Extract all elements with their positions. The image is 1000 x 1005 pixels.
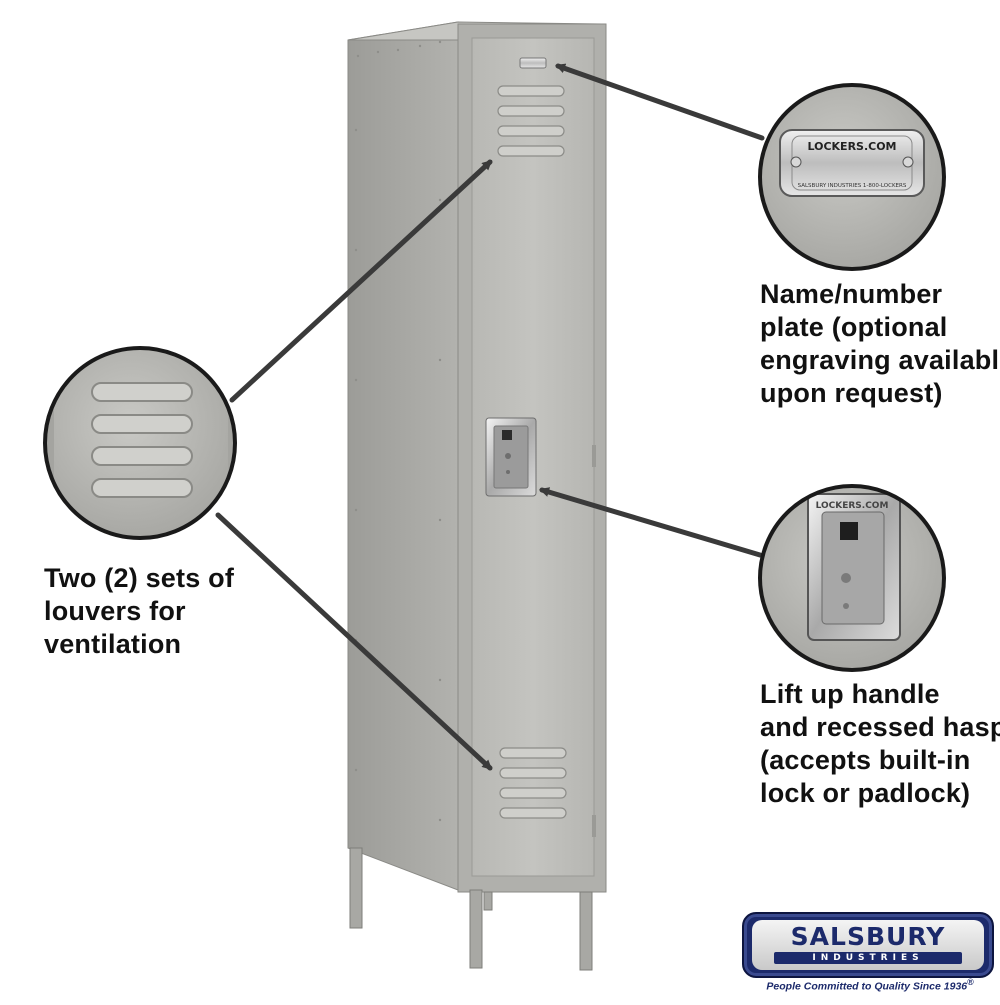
logo-tagline: People Committed to Quality Since 1936® [745,977,995,993]
handle-brand-text: LOCKERS.COM [816,501,889,511]
caption-line: upon request) [760,378,943,408]
locker [347,21,607,971]
hinge-bottom [592,815,596,837]
locker-side-panel [347,21,459,891]
salsbury-logo: SALSBURY INDUSTRIES [742,912,994,978]
caption-line: engraving available [760,345,1000,375]
plate-caption: Name/number plate (optional engraving av… [760,278,1000,410]
locker-legs [349,847,593,971]
handle-caption: Lift up handle and recessed hasp (accept… [760,678,1000,810]
handle-detail-circle: LOCKERS.COM [758,484,946,672]
plate-maker-text: SALSBURY INDUSTRIES 1-800-LOCKERS [798,183,907,189]
bottom-louvers [499,747,567,819]
louvers-detail-circle [43,346,237,540]
logo-subtitle: INDUSTRIES [774,952,962,964]
arrow-to-top-louvers [229,159,493,403]
top-louvers [497,85,565,157]
arrow-to-name-plate [555,63,765,141]
registered-mark: ® [967,977,974,987]
caption-line: Name/number [760,279,943,309]
logo-name: SALSBURY [790,922,946,951]
door-handle [485,417,537,497]
logo-plate: SALSBURY INDUSTRIES [752,920,984,970]
caption-line: ventilation [44,629,182,659]
arrow-to-handle [539,487,763,558]
plate-brand-text: LOCKERS.COM [807,140,896,153]
name-plate [519,57,547,69]
caption-line: louvers for [44,596,186,626]
caption-line: lock or padlock) [760,778,971,808]
tagline-text: People Committed to Quality Since 1936 [766,980,968,993]
caption-line: (accepts built-in [760,745,971,775]
caption-line: Lift up handle [760,679,940,709]
hinge-top [592,445,596,467]
caption-line: and recessed hasp [760,712,1000,742]
plate-detail-circle: LOCKERS.COM SALSBURY INDUSTRIES 1-800-LO… [758,83,946,271]
callout-arrows [215,63,765,771]
caption-line: Two (2) sets of [44,563,235,593]
arrow-to-bottom-louvers [215,512,493,771]
louvers-caption: Two (2) sets of louvers for ventilation [44,562,234,661]
caption-line: plate (optional [760,312,948,342]
